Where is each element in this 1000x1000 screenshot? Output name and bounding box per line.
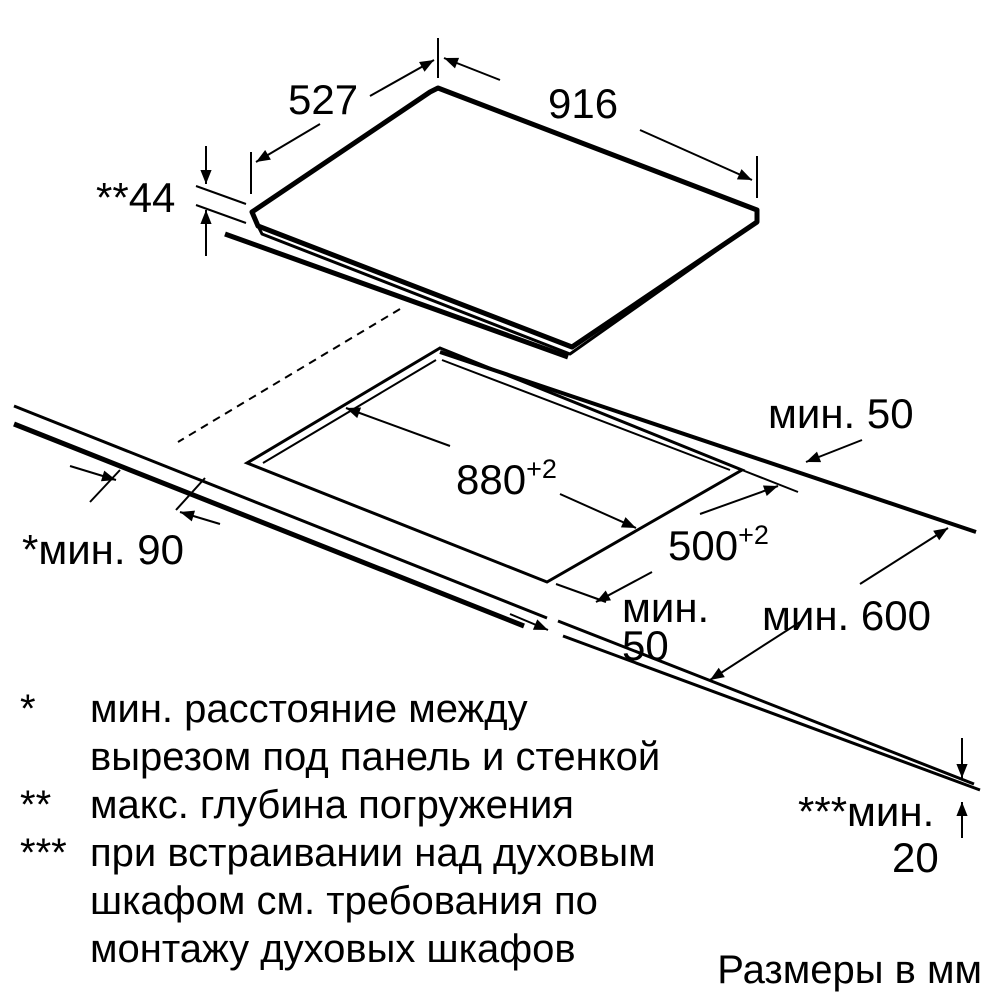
footnote-1-line-2: вырезом под панель и стенкой <box>90 735 661 779</box>
cutout-depth-value: 500 <box>668 522 738 569</box>
cutout-width-label: 880+2 <box>456 454 557 503</box>
hob-glass-top <box>249 85 760 350</box>
cutout-width-value: 880 <box>456 456 526 503</box>
rear-clearance-arrow <box>805 439 863 463</box>
rear-clearance-label: мин. 50 <box>768 390 914 437</box>
front-clearance-arrow <box>509 613 549 631</box>
front-clearance-label-line2: 50 <box>622 622 669 669</box>
footnote-3-mark: *** <box>20 831 67 875</box>
side-clearance-ext-b <box>175 477 206 511</box>
cutout-outline <box>243 346 746 584</box>
depth-527-label: 527 <box>288 76 358 123</box>
width-916-arrow-a <box>443 57 501 81</box>
worktop <box>13 308 981 792</box>
alignment-dashed-line <box>177 308 401 443</box>
front-clearance-label-line1: мин. <box>622 584 709 631</box>
footnote-1-mark: * <box>20 687 36 731</box>
worktop-back-edge <box>439 350 977 534</box>
cutout-depth-arrow-b <box>595 571 653 603</box>
oven-gap-label-line1: ***мин. <box>798 788 934 835</box>
units-label: Размеры в мм <box>717 948 982 992</box>
worktop-depth-arrow-b <box>709 621 801 681</box>
footnote-2-mark: ** <box>20 783 52 827</box>
worktop-front-edge-top <box>13 404 548 620</box>
worktop-front-lower-right <box>557 619 981 792</box>
cutout-width-arrow-b <box>559 493 637 529</box>
footnote-3-line-2: шкафом см. требования по <box>90 879 598 923</box>
depth-527-arrow-a <box>369 59 435 97</box>
cutout-depth-arrow-a <box>699 485 779 515</box>
footnote-3-line-1: при встраивании над духовым <box>90 831 656 875</box>
footnote-2-line-1: макс. глубина погружения <box>90 783 574 827</box>
immersion-ext-top <box>195 185 247 205</box>
side-clearance-arrow-a <box>69 465 117 482</box>
depth-527-arrow-b <box>255 123 321 163</box>
width-916-arrow-b <box>639 129 753 181</box>
hob-underside <box>224 231 569 360</box>
hob <box>224 85 760 360</box>
cutout-width-arrow-a <box>345 407 451 447</box>
dimension-lines <box>69 38 968 838</box>
immersion-ext-bottom <box>195 204 247 224</box>
side-clearance-ext-a <box>89 469 121 503</box>
width-916-label: 916 <box>548 80 618 127</box>
cutout-inner-edge <box>262 359 731 471</box>
immersion-depth-label: **44 <box>96 174 175 221</box>
worktop-depth-arrow-a <box>859 527 949 585</box>
cutout-depth-ext-b <box>555 583 607 603</box>
oven-gap-label-line2: 20 <box>892 834 939 881</box>
worktop-front-edge-bottom <box>13 421 525 629</box>
cutout-depth-label: 500+2 <box>668 520 769 569</box>
cutout-depth-ext-a <box>741 469 799 493</box>
footnote-1-line-1: мин. расстояние между <box>90 687 528 731</box>
footnote-3-line-3: монтажу духовых шкафов <box>90 927 576 971</box>
hob-front-edge <box>256 220 758 356</box>
cutout-depth-tolerance: +2 <box>738 520 769 550</box>
cutout-width-tolerance: +2 <box>526 454 557 484</box>
side-clearance-arrow-b <box>179 510 221 525</box>
worktop-depth-label: мин. 600 <box>762 592 931 639</box>
side-clearance-label: *мин. 90 <box>22 526 184 573</box>
